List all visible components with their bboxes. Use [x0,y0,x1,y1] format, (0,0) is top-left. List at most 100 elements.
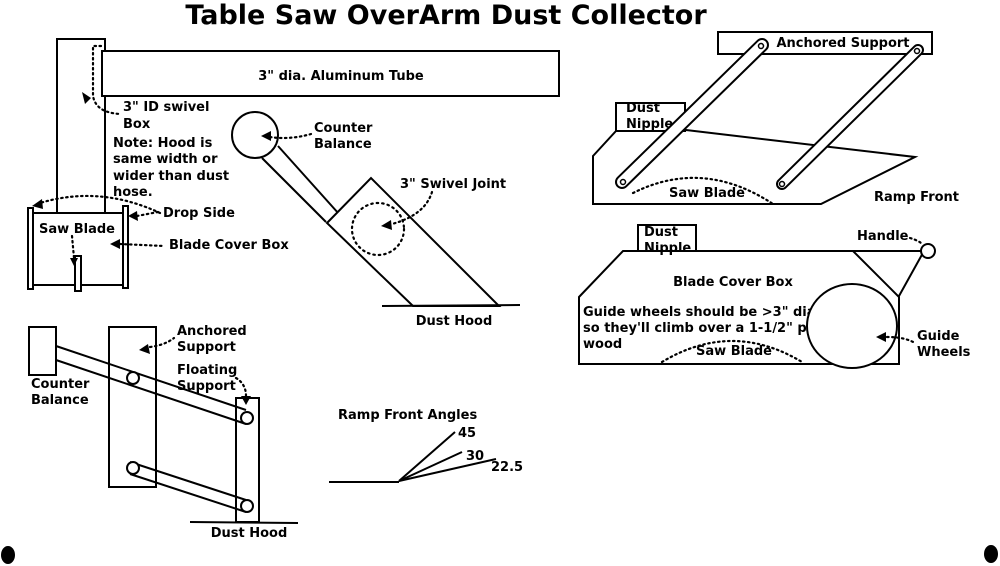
side-plate-left [27,207,34,290]
guide-note-1: Guide wheels should be >3" dia [583,305,816,320]
hood-note-2: same width or [113,152,218,167]
blade-cover-box-right [578,250,900,365]
anchored-support-leader [148,336,176,349]
swivel-box-leader [91,44,123,116]
counter-balance-top-label-1: Counter [314,121,373,136]
counter-balance-arrowhead [261,131,271,141]
counterbalance-arm-view: Counter Balance 3" Swivel Joint Dust Hoo… [231,111,521,329]
saw-blade-left-label: Saw Blade [39,222,115,237]
parallel-linkage-view: Counter Balance Dust Hood Anchored Suppo… [28,324,299,541]
saw-blade-arrowhead [70,258,78,266]
counter-balance-weight-bl [28,326,57,376]
counter-balance-leader [268,132,313,140]
pivot-lower-anchor [126,461,140,475]
floating-support-leader [234,376,248,398]
anchored-support-post [108,326,157,488]
table-line-bl [189,521,299,524]
arm-lower-edge [261,157,327,223]
pivot-upper-anchor [126,371,140,385]
guide-note-2: so they'll climb over a 1-1/2" pl [583,321,811,336]
angle-30-label: 30 [466,449,484,464]
handle [920,243,936,259]
aluminum-tube [101,50,560,97]
drop-side-arrowhead-right [128,211,138,221]
floating-support-label-2: Support [177,379,236,394]
angle-22-label: 22.5 [491,460,523,475]
guide-wheel [806,283,898,369]
ramp-angles-title: Ramp Front Angles [338,408,477,423]
handle-label: Handle [857,229,909,244]
counter-balance-weight [231,111,279,159]
ramp-angles-view: Ramp Front Angles 45 30 22.5 [329,408,523,483]
ramp-front-label: Ramp Front [874,190,959,205]
counter-balance-bl-label-1: Counter [31,377,90,392]
arm-upper-edge [277,145,340,215]
anchored-support-top [717,31,933,55]
angle-45-line [398,431,456,482]
dust-nipple-top-label-1: Dust [626,101,660,116]
drop-side-plate [122,205,129,289]
guide-wheels-label-2: Wheels [917,345,971,360]
pivot-upper-float [240,411,254,425]
drop-side-leader [38,194,162,215]
hood-note-3: wider than dust [113,169,229,184]
dust-hood-mid [325,176,502,307]
drop-side-arrowhead-left [32,199,43,209]
blade-cover-leader [118,242,166,248]
anchored-support-bl-label-2: Support [177,340,236,355]
drop-side-label: Drop Side [163,206,235,221]
top-right-perspective: Anchored Support Dust Nipple Saw Blade R… [592,31,959,206]
saw-blade-leader [70,234,76,260]
floating-support-label-1: Floating [177,363,237,378]
swivel-box-label-2: Box [123,117,151,132]
saw-blade-bottom-right-arc [660,340,804,364]
dust-nipple-bottom-label-1: Dust [644,225,678,240]
swivel-joint-circle [350,201,406,257]
upper-link-bar [55,345,247,425]
guide-wheels-leader [885,335,917,345]
guide-wheels-arrowhead [876,332,886,342]
side-view-assembly: 3" dia. Aluminum Tube 3" ID swivel Box N… [27,38,560,292]
saw-blade-top-right-arc [631,176,775,206]
hood-note-1: Note: Hood is [113,136,213,151]
saw-blade-left [74,255,82,292]
angle-45-label: 45 [458,426,476,441]
swivel-joint-arrowhead [381,220,392,230]
diagram-title: Table Saw OverArm Dust Collector [185,0,707,31]
handle-leader [908,236,925,247]
anchored-support-arrowhead [139,344,150,354]
dust-nipple-top-label-2: Nipple [626,117,673,132]
blade-cover-box-left-label: Blade Cover Box [169,238,289,253]
support-arm-left [615,38,769,189]
dust-nipple-bottom [637,224,697,252]
anchored-support-bl-label-1: Anchored [177,324,247,339]
counter-balance-bl-label-2: Balance [31,393,89,408]
guide-note-3: wood [583,337,622,352]
swivel-box-label-1: 3" ID swivel [123,100,209,115]
angle-30-line [398,451,463,482]
dust-hood-mid-label: Dust Hood [416,314,493,329]
pivot-lower-float [240,499,254,513]
swivel-joint-leader [390,190,434,226]
saw-blade-bottom-right-label: Saw Blade [696,344,772,359]
blade-cover-arrowhead [110,239,120,249]
support-arm-right [776,44,924,190]
angle-22-line [398,458,497,482]
aluminum-tube-label: 3" dia. Aluminum Tube [258,69,424,84]
lower-link-bar [129,461,247,513]
swivel-joint-label: 3" Swivel Joint [400,177,506,192]
blade-cover-side-view: Dust Nipple Handle Blade Cover Box Guide… [578,224,971,369]
guide-wheels-label-1: Guide [917,329,960,344]
anchored-support-top-label: Anchored Support [776,36,909,51]
drop-side-leader-2 [135,210,160,218]
hood-note-4: hose. [113,185,153,200]
dust-nipple-bottom-label-2: Nipple [644,241,691,256]
table-line-mid [381,304,521,307]
corner-dot-left [1,546,15,564]
swivel-arrowhead [82,92,91,104]
floating-support-arrowhead [241,396,251,405]
blade-cover-box-right-label: Blade Cover Box [673,275,793,290]
corner-dot-right [984,545,998,563]
dust-hood-bl-label: Dust Hood [211,526,288,541]
